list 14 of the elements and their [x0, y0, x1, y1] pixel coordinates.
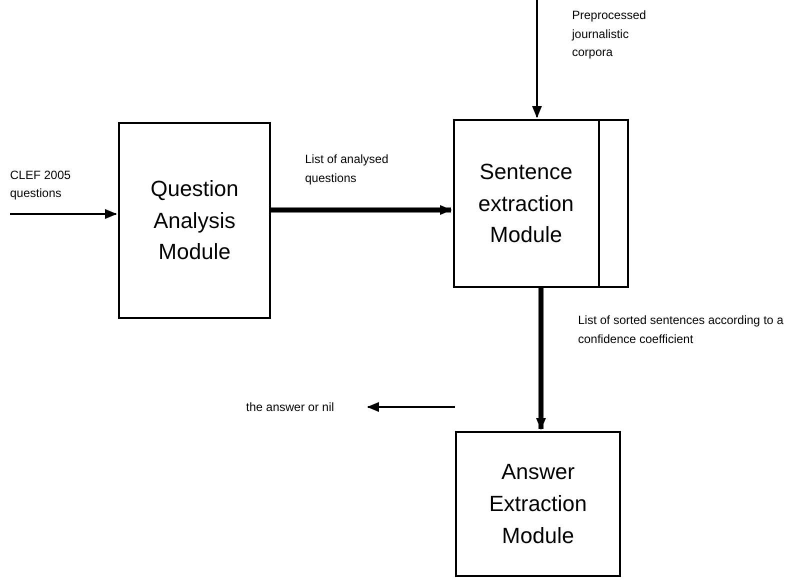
input-label: CLEF 2005 questions	[10, 167, 72, 202]
module-title: Answer Extraction Module	[488, 458, 588, 550]
module-box	[453, 119, 627, 288]
module-title: Question Analysis Module	[149, 174, 240, 266]
arrow	[367, 402, 455, 412]
module-box	[118, 122, 271, 319]
arrow	[271, 205, 452, 215]
arrow	[10, 209, 117, 219]
input-label: the answer or nil	[246, 399, 336, 416]
index-box	[598, 119, 629, 288]
arrow	[532, 0, 542, 118]
module-box	[455, 431, 621, 577]
arrow	[536, 288, 546, 430]
module-title: Sentence extraction Module	[477, 158, 575, 250]
